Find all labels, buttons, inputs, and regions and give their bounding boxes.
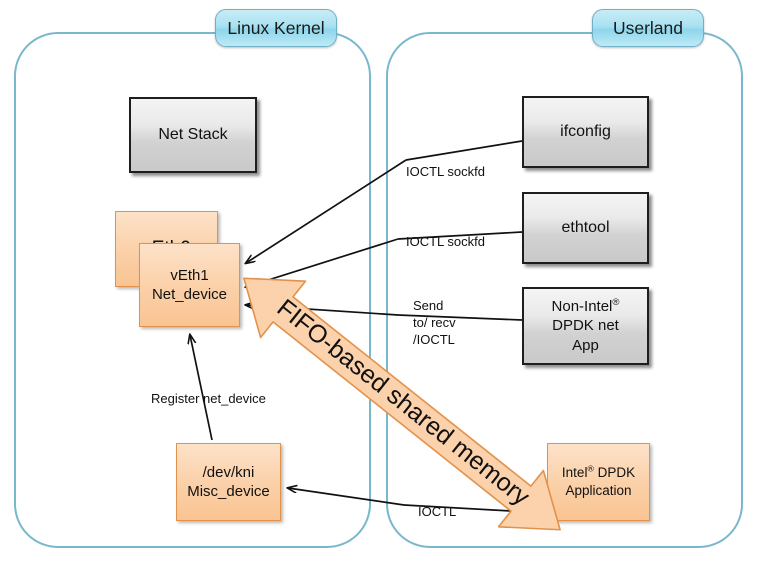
edge-label-ioctl-sockfd-ifconfig: IOCTL sockfd <box>406 164 485 179</box>
node-veth1-line2: Net_device <box>151 286 228 303</box>
edge-label-ioctl-kni: IOCTL <box>418 504 457 519</box>
node-ifconfig-label: ifconfig <box>560 122 611 140</box>
node-intel-dpdk-application: Intel® DPDK Application <box>547 443 650 521</box>
label-userland: Userland <box>592 9 704 47</box>
node-net-stack-label: Net Stack <box>158 125 228 143</box>
node-net-stack: Net Stack <box>129 97 257 173</box>
edge-label-register-net-device: Register net_device <box>151 391 266 406</box>
node-intel-dpdk-line1: Intel® DPDK <box>561 463 636 481</box>
node-veth1-line1: vEth1 <box>170 266 209 284</box>
node-non-intel-dpdk-net-app: Non-Intel® DPDK net App <box>522 287 649 365</box>
node-non-intel-line2: DPDK net <box>552 317 619 335</box>
edge-label-send-recv-ioctl: Send to/ recv /IOCTL <box>413 298 456 348</box>
node-ethtool-label: ethtool <box>561 218 610 236</box>
node-dev-kni-misc-device: /dev/kni Misc_device <box>176 443 281 521</box>
label-linux-kernel: Linux Kernel <box>215 9 337 47</box>
node-ethtool: ethtool <box>522 192 649 264</box>
edge-label-ioctl-sockfd-ethtool: IOCTL sockfd <box>406 234 485 249</box>
node-non-intel-line1: Non-Intel® <box>551 297 620 316</box>
node-non-intel-line3: App <box>572 336 599 354</box>
node-veth1-net-device: vEth1 Net_device <box>139 243 240 327</box>
node-ifconfig: ifconfig <box>522 96 649 168</box>
node-dev-kni-line2: Misc_device <box>187 483 270 500</box>
node-dev-kni-line1: /dev/kni <box>202 463 255 481</box>
node-intel-dpdk-line2: Application <box>565 483 632 498</box>
